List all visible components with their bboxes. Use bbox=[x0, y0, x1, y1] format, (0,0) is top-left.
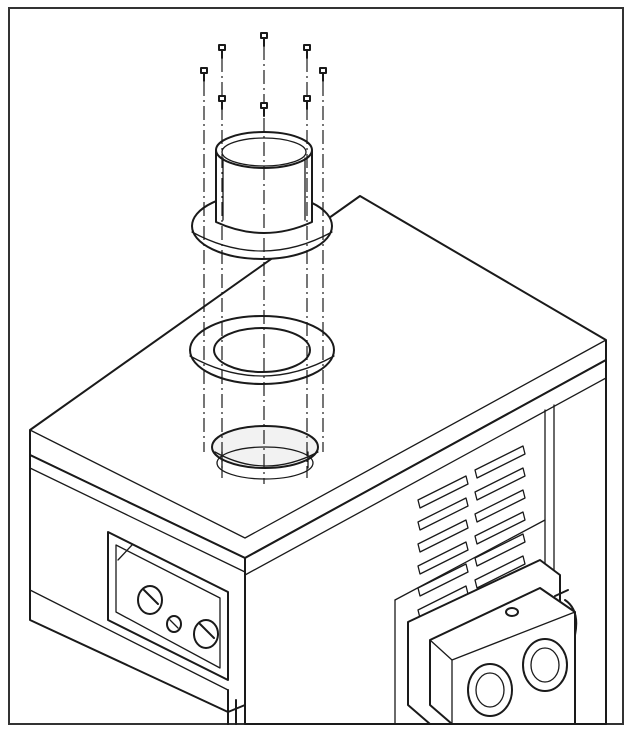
screw-icon bbox=[260, 102, 268, 117]
screw-icon bbox=[319, 67, 327, 82]
louvre-slot bbox=[417, 475, 469, 509]
burner-connection-block bbox=[407, 559, 578, 725]
louvre-slot bbox=[474, 445, 526, 479]
screw-icon bbox=[218, 95, 226, 110]
louvre-slot bbox=[474, 467, 526, 501]
screw-icon bbox=[200, 67, 208, 82]
side-ventilation-louvres bbox=[417, 445, 526, 619]
louvre-slot bbox=[474, 555, 526, 589]
screw-icon bbox=[303, 44, 311, 59]
louvre-slot bbox=[474, 511, 526, 545]
louvre-slot bbox=[417, 519, 469, 553]
screw-icon bbox=[303, 95, 311, 110]
screw-icon bbox=[218, 44, 226, 59]
louvre-slot bbox=[474, 533, 526, 567]
assembly-axis-lines bbox=[203, 46, 324, 484]
flue-outlet-opening bbox=[211, 425, 319, 480]
louvre-slot bbox=[417, 563, 469, 597]
louvre-slot bbox=[474, 489, 526, 523]
gasket-ring bbox=[189, 315, 335, 385]
louvre-slot bbox=[417, 541, 469, 575]
control-knob-icon bbox=[193, 619, 219, 649]
screw-icon bbox=[260, 32, 268, 47]
control-knob-icon bbox=[166, 615, 182, 633]
control-knob-icon bbox=[137, 585, 163, 615]
louvre-slot bbox=[417, 497, 469, 531]
control-panel bbox=[107, 531, 229, 681]
screws bbox=[200, 32, 327, 117]
flue-collar-with-flange bbox=[191, 131, 333, 260]
